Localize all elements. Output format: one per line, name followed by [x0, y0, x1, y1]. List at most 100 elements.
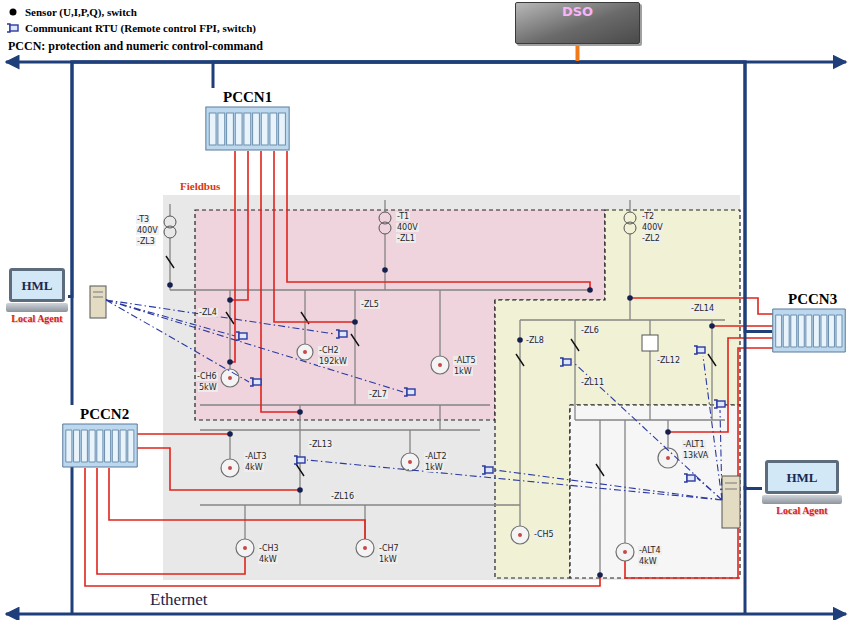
component-tag: -ZL14 — [690, 304, 715, 313]
component-tag: -ZL13 — [308, 440, 333, 449]
rack-module — [798, 315, 804, 347]
sensor-dot — [587, 287, 593, 293]
ethernet-link — [68, 44, 578, 297]
component-tag: -CH7 — [378, 544, 400, 553]
component-tag: -ZL1 — [396, 234, 416, 243]
component-tag: 13kVA — [682, 451, 709, 460]
annotation-label: PCCN: protection and numeric control-com… — [8, 39, 263, 53]
rtu-symbol — [336, 330, 347, 338]
rtu-symbol — [684, 474, 695, 482]
agent-label: Local Agent — [6, 313, 68, 325]
component-tag: 4kW — [244, 463, 264, 472]
sensor-dot — [227, 359, 233, 365]
server-tower — [90, 286, 106, 318]
component-tag: -CH6 — [196, 372, 218, 381]
rack-module — [227, 113, 234, 145]
load-symbol — [356, 539, 374, 557]
sensor-dot — [627, 295, 633, 301]
component-tag: 4kW — [258, 555, 278, 564]
rtu-symbol — [482, 466, 493, 474]
component-tag: -ALT5 — [453, 356, 477, 365]
rack-module — [829, 315, 835, 347]
annotation-label: Ethernet — [150, 590, 208, 610]
component-tag: -ZL16 — [330, 492, 355, 501]
generator-symbol — [431, 356, 449, 374]
symbol-core — [303, 350, 307, 354]
component-tag: -T3 — [136, 215, 150, 224]
rack-drawing — [772, 308, 846, 353]
ethernet-link — [72, 44, 578, 405]
symbol-core — [666, 456, 670, 460]
rack-module — [120, 430, 126, 462]
component-tag: -ZL4 — [198, 308, 218, 317]
rack-module — [235, 113, 242, 145]
rack-module — [66, 430, 72, 462]
monitor-screen: HML — [765, 460, 839, 494]
component-tag: 400V — [396, 223, 419, 232]
rack-heading: PCCN1 — [205, 88, 290, 106]
component-tag: 1kW — [424, 463, 444, 472]
component-tag: -ZL11 — [580, 378, 605, 387]
generator-symbol — [221, 459, 239, 477]
sensor-dot — [352, 319, 358, 325]
grid-wiring — [170, 200, 725, 575]
rtu-symbol — [250, 378, 261, 386]
transformer-symbol — [624, 222, 636, 234]
component-tag: -ZL7 — [368, 390, 388, 399]
rack-module — [128, 430, 134, 462]
sensor-dot — [597, 572, 603, 578]
symbol-core — [243, 546, 247, 550]
fieldbus-wire — [85, 151, 776, 586]
transformer-symbol — [164, 226, 176, 238]
symbol-core — [408, 460, 412, 464]
server-label: DSO — [516, 3, 639, 20]
component-tag: -ALT1 — [682, 440, 706, 449]
load-symbol — [221, 369, 239, 387]
component-tag: -ZL2 — [641, 234, 661, 243]
rack-heading: PCCN2 — [62, 405, 138, 423]
load-symbol — [297, 344, 313, 360]
dso-uplink — [576, 44, 580, 61]
legend-text: Sensor (U,I,P,Q), switch — [25, 6, 137, 19]
rack-module — [270, 113, 277, 145]
symbol-core — [228, 376, 232, 380]
legend-entry: Communicant RTU (Remote control FPI, swi… — [6, 21, 256, 35]
rtu-symbol — [404, 388, 415, 396]
sensor-dot — [709, 323, 715, 329]
rack-module — [279, 113, 286, 145]
rack-module — [112, 430, 118, 462]
component-tag: -CH3 — [258, 544, 280, 553]
monitor-screen: HML — [9, 268, 65, 302]
rack-module — [209, 113, 216, 145]
rack-module — [74, 430, 80, 462]
sensor-dot — [382, 267, 388, 273]
rack-module — [244, 113, 251, 145]
pccn-rack: PCCN3 — [772, 290, 846, 353]
rtu-symbol — [236, 332, 247, 340]
rack-module — [836, 315, 842, 347]
server-detail — [93, 292, 103, 297]
ethernet-link — [213, 44, 578, 88]
component-tag: -ALT3 — [244, 452, 268, 461]
sensor-dot — [297, 409, 303, 415]
component-tag: 400V — [136, 226, 159, 235]
zone-outline — [495, 210, 740, 578]
symbol-core — [518, 533, 522, 537]
server-detail — [725, 483, 737, 489]
screen-label: HML — [786, 470, 817, 485]
ethernet-link — [578, 44, 773, 332]
rack-frame — [773, 309, 846, 352]
rtu-symbol — [714, 400, 725, 408]
sensor-dot — [10, 9, 17, 16]
sensor-dot — [167, 282, 173, 288]
rack-module — [89, 430, 95, 462]
legend-sample — [6, 21, 20, 35]
component-tag: -ZL3 — [136, 237, 156, 246]
rtu-link — [106, 300, 722, 500]
sensor-dot — [665, 429, 671, 435]
pccn-rack: PCCN1 — [205, 88, 290, 151]
component-tag: -ZL8 — [525, 336, 545, 345]
